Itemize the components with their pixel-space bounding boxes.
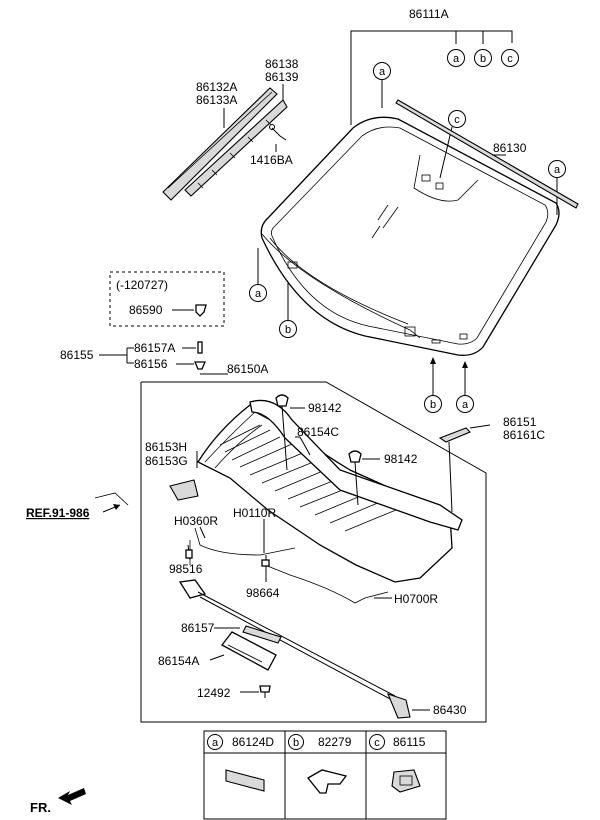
label-date-range: (-120727) xyxy=(116,278,168,292)
svg-text:b: b xyxy=(285,324,291,336)
label-ref: REF.91-986 xyxy=(26,506,90,520)
svg-text:a: a xyxy=(554,164,561,176)
callout-c-mirror: c xyxy=(439,110,466,179)
cowl-cover xyxy=(249,399,463,531)
svg-text:a: a xyxy=(453,53,460,65)
grommet-left: 98142 xyxy=(275,394,342,471)
washer-hoses: H0360R H0110R 98516 98664 H0700R xyxy=(169,506,438,606)
label-molding-left-2: 86133A xyxy=(196,93,237,107)
top-molding: 86130 xyxy=(395,99,579,209)
label-clip-dated: 86590 xyxy=(129,303,163,317)
callout-b-top: b xyxy=(474,49,492,67)
svg-text:a: a xyxy=(255,288,262,300)
grommet-right: 98142 xyxy=(348,450,418,506)
label-cover-small: 86154A xyxy=(158,654,199,668)
legend-table: a 86124D b 82279 c 86115 xyxy=(203,730,447,820)
label-side-cover-2: 86153G xyxy=(145,454,188,468)
label-grommet-right: 98142 xyxy=(384,452,418,466)
svg-text:86124D: 86124D xyxy=(232,735,274,749)
clip-group: 86155 86157A 86156 xyxy=(60,341,206,371)
svg-text:a: a xyxy=(212,737,219,749)
legend-item-a: a 86124D xyxy=(207,734,274,792)
label-cowl-cover: 86154C xyxy=(297,425,339,439)
label-bracket-1: 86151 xyxy=(503,415,537,429)
label-windshield-glass: 86111A xyxy=(409,7,449,21)
front-direction-indicator: FR. xyxy=(30,788,86,815)
label-clip-group: 86155 xyxy=(60,348,94,362)
windshield-group: 86111A a b c xyxy=(162,7,579,413)
svg-text:86115: 86115 xyxy=(393,735,426,749)
svg-text:b: b xyxy=(430,399,436,411)
label-fr: FR. xyxy=(30,800,51,815)
label-connector: 98664 xyxy=(246,586,280,600)
left-molding: 86132A 86133A 86138 86139 1416BA xyxy=(162,57,299,201)
dated-clip-box: (-120727) 86590 xyxy=(109,271,225,327)
svg-text:c: c xyxy=(374,737,380,749)
label-weatherstrip: 86430 xyxy=(433,703,467,717)
callout-b-bottom: b xyxy=(424,357,442,413)
label-screw: 1416BA xyxy=(250,153,293,167)
svg-text:b: b xyxy=(293,737,299,749)
label-hose-right: H0700R xyxy=(394,592,438,606)
label-molding-clip-1: 86138 xyxy=(265,57,299,71)
svg-text:c: c xyxy=(454,114,460,126)
label-hose-mid: H0110R xyxy=(233,506,276,520)
label-side-cover-1: 86153H xyxy=(145,440,187,454)
svg-text:c: c xyxy=(507,53,513,65)
callout-b-left: b xyxy=(279,283,297,338)
label-clip-a: 86157A xyxy=(134,341,175,355)
callout-c-top: c xyxy=(501,49,519,67)
cowl-grille xyxy=(219,424,409,532)
legend-item-b: b 82279 xyxy=(288,734,352,794)
label-molding-left-1: 86132A xyxy=(196,80,237,94)
svg-text:82279: 82279 xyxy=(318,735,352,749)
legend-item-c: c 86115 xyxy=(369,734,426,793)
windshield-glass xyxy=(260,116,560,356)
callout-a-left: a xyxy=(249,248,267,302)
label-screw-bottom: 12492 xyxy=(197,686,231,700)
label-top-molding: 86130 xyxy=(493,141,527,155)
svg-text:b: b xyxy=(480,53,486,65)
label-nozzle: 98516 xyxy=(169,562,203,576)
cover-small: 86154A xyxy=(158,631,277,671)
label-grommet-left: 98142 xyxy=(308,401,342,415)
front-arrow-icon xyxy=(58,788,86,805)
ref-pointer: REF.91-986 xyxy=(26,492,129,520)
screw-bottom: 12492 xyxy=(197,685,271,700)
label-cowl-panel: 86150A xyxy=(227,362,268,376)
callout-a-top: a xyxy=(447,49,465,67)
weatherstrip: 86430 xyxy=(178,579,467,719)
callout-a-upper-left: a xyxy=(373,62,391,108)
svg-text:a: a xyxy=(379,66,386,78)
svg-text:a: a xyxy=(462,399,469,411)
seal-strip: 86157 xyxy=(181,621,282,644)
label-seal-strip: 86157 xyxy=(181,621,215,635)
callout-a-bottom: a xyxy=(456,361,474,413)
label-hose-left: H0360R xyxy=(174,514,218,528)
side-cover: 86153H 86153G xyxy=(145,440,199,501)
cowl-panel-group: 86150A 86154C xyxy=(26,362,545,723)
label-clip-b: 86156 xyxy=(134,357,168,371)
label-bracket-2: 86161C xyxy=(503,428,545,442)
label-molding-clip-2: 86139 xyxy=(265,70,299,84)
bracket: 86151 86161C xyxy=(438,415,545,513)
